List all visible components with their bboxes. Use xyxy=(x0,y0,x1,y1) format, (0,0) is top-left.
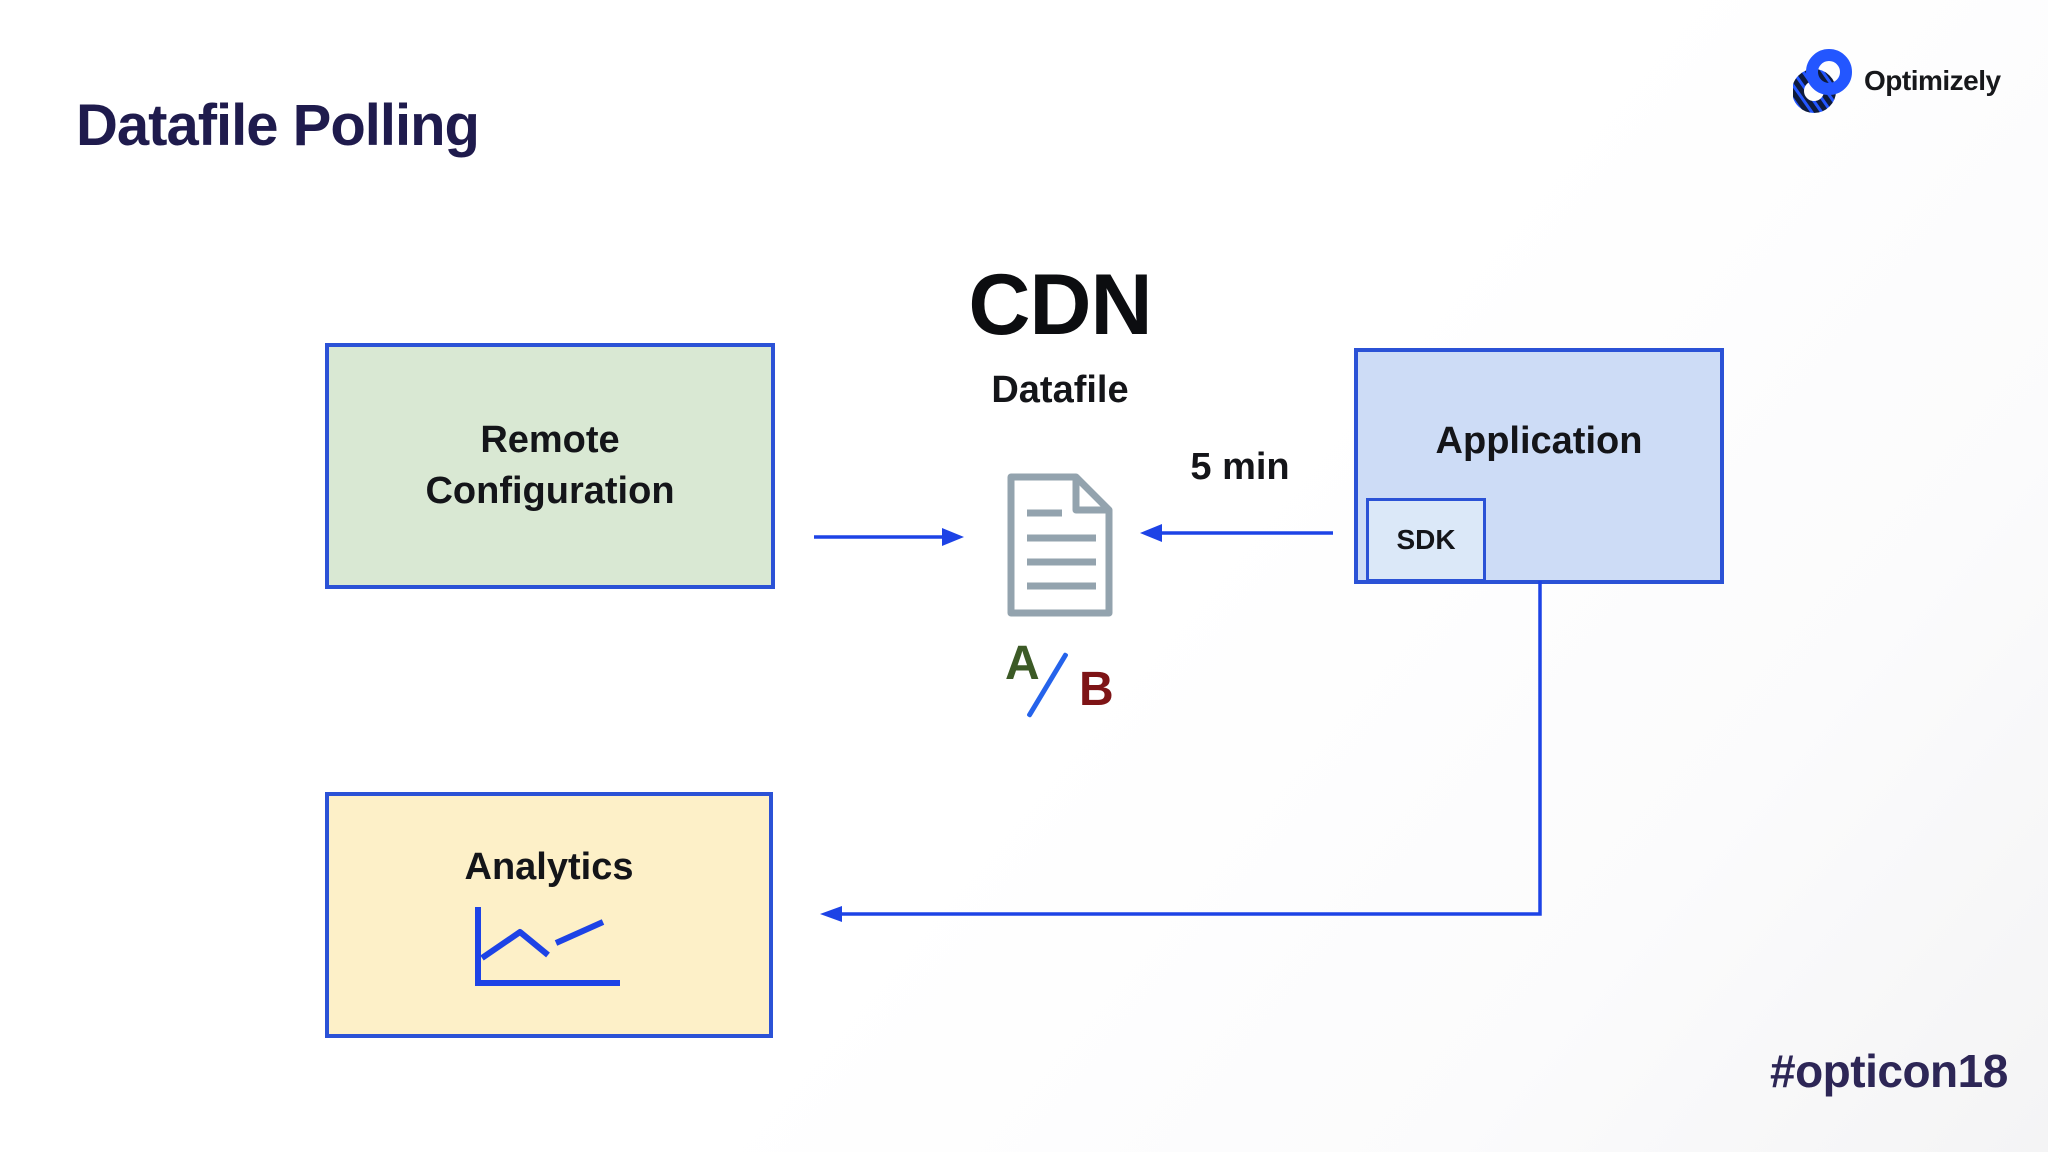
analytics-box: Analytics xyxy=(325,792,773,1038)
brand-logo: Optimizely xyxy=(1793,46,2001,116)
arrow-remote-to-cdn xyxy=(814,528,964,546)
sdk-label: SDK xyxy=(1396,524,1456,555)
arrow-application-to-cdn xyxy=(1140,524,1333,542)
page-title: Datafile Polling xyxy=(76,93,480,158)
variant-b-label: B xyxy=(1079,663,1114,716)
remote-configuration-box: Remote Configuration xyxy=(325,343,775,589)
brand-name: Optimizely xyxy=(1864,65,2001,96)
cdn-group: CDN Datafile xyxy=(890,262,1230,625)
cdn-title: CDN xyxy=(968,257,1152,353)
datafile-document-icon xyxy=(1007,473,1113,617)
analytics-label: Analytics xyxy=(464,846,634,888)
cdn-subtitle: Datafile xyxy=(991,369,1129,411)
variant-a-label: A xyxy=(1005,637,1040,690)
polling-interval-label: 5 min xyxy=(1190,446,1290,488)
line-chart-icon xyxy=(475,907,620,986)
application-box: Application SDK xyxy=(1354,348,1724,584)
optimizely-logo-icon xyxy=(1793,49,1852,113)
ab-test-label: A B xyxy=(985,636,1145,736)
event-hashtag: #opticon18 xyxy=(1770,1045,2008,1097)
remote-configuration-label: Remote Configuration xyxy=(425,418,675,512)
application-label: Application xyxy=(1435,420,1643,462)
sdk-box: SDK xyxy=(1366,498,1486,582)
arrow-application-to-analytics xyxy=(820,581,1542,922)
